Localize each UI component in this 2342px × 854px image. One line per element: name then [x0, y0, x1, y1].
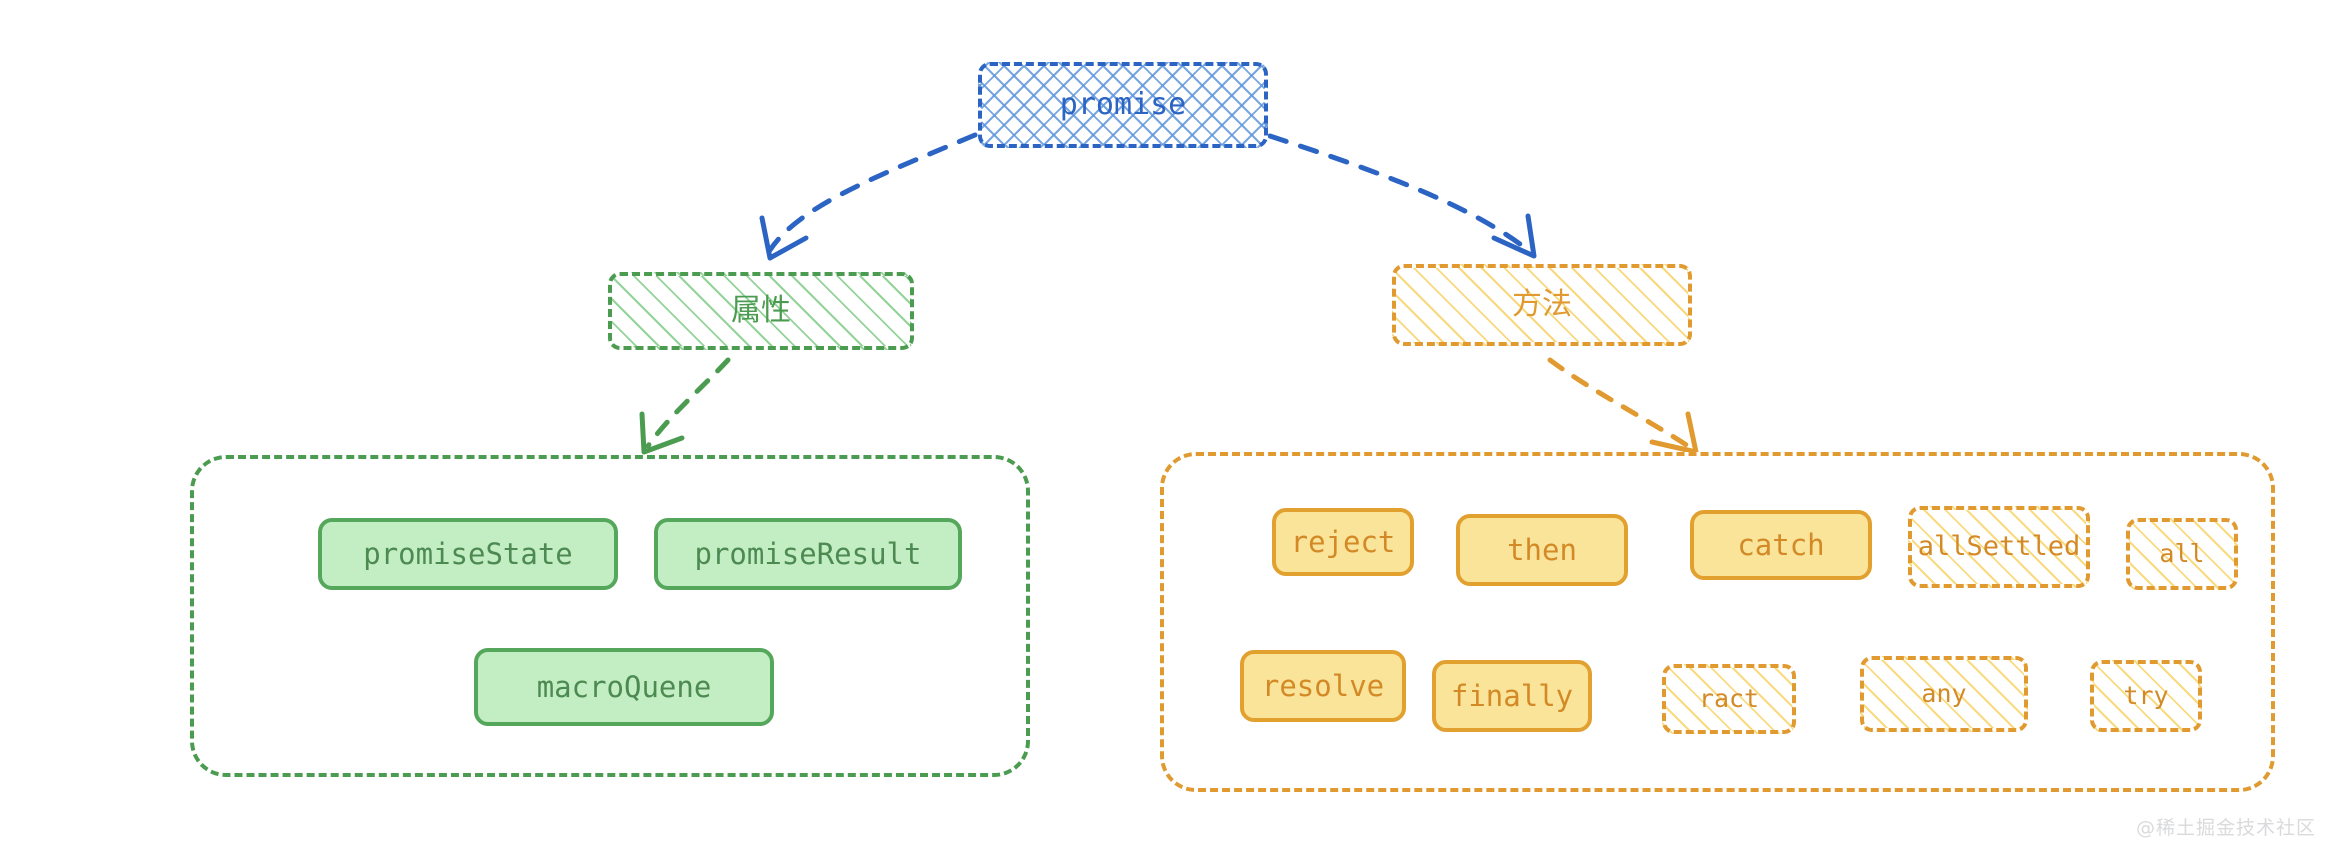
edge-promise-to-methods — [1267, 133, 1537, 259]
node-resolve[interactable]: resolve — [1240, 650, 1406, 722]
edge-attributes-to-properties-group — [639, 357, 731, 455]
node-methods[interactable]: 方法 — [1392, 264, 1692, 346]
edge-promise-to-attributes — [759, 132, 978, 261]
node-promise-result[interactable]: promiseResult — [654, 518, 962, 590]
node-promise[interactable]: promise — [978, 62, 1268, 148]
node-attributes[interactable]: 属性 — [608, 272, 914, 350]
node-macro-quene[interactable]: macroQuene — [474, 648, 774, 726]
node-finally[interactable]: finally — [1432, 660, 1592, 732]
node-all[interactable]: all — [2126, 518, 2238, 590]
node-catch[interactable]: catch — [1690, 510, 1872, 580]
node-any[interactable]: any — [1860, 656, 2028, 732]
watermark: @稀土掘金技术社区 — [2135, 817, 2316, 839]
node-try[interactable]: try — [2090, 660, 2202, 732]
edge-methods-to-methods-group — [1547, 357, 1699, 455]
node-promise-state[interactable]: promiseState — [318, 518, 618, 590]
node-all-settled[interactable]: allSettled — [1908, 506, 2090, 588]
properties-group-container — [190, 455, 1030, 777]
node-reject[interactable]: reject — [1272, 508, 1414, 576]
node-then[interactable]: then — [1456, 514, 1628, 586]
node-ract[interactable]: ract — [1662, 664, 1796, 734]
methods-group-container — [1160, 452, 2275, 792]
